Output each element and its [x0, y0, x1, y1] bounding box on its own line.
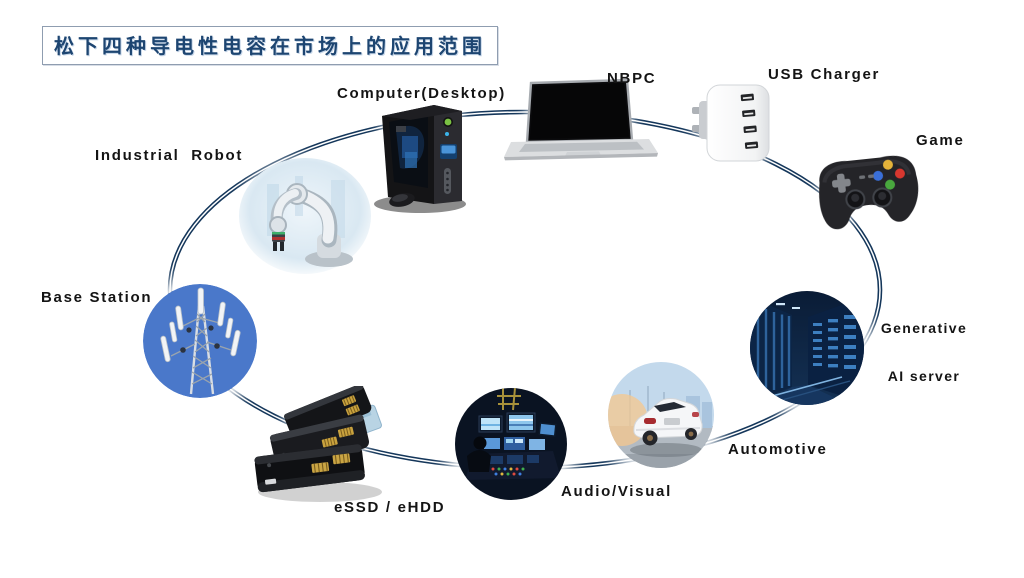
label-essd-ehdd: eSSD / eHDD	[334, 499, 446, 516]
broadcast-control-image	[455, 388, 567, 500]
label-base-station: Base Station	[41, 289, 153, 306]
label-industrial-robot: Industrial Robot	[95, 147, 244, 164]
usb-charger-image	[688, 80, 776, 165]
label-computer-desktop: Computer(Desktop)	[337, 85, 506, 102]
desktop-computer-image	[372, 92, 477, 214]
page-title: 松下四种导电性电容在市场上的应用范围	[42, 26, 498, 65]
label-nbpc: NBPC	[607, 70, 657, 87]
label-generative-ai-server: Generative AI server	[874, 288, 974, 417]
storage-drives-image	[246, 386, 398, 506]
ai-server-image	[750, 291, 864, 405]
robot-arm-image	[233, 156, 371, 276]
label-audio-visual: Audio/Visual	[561, 483, 672, 500]
label-generative-ai-server-line1: Generative	[880, 320, 968, 337]
label-game: Game	[916, 132, 965, 149]
page-title-text: 松下四种导电性电容在市场上的应用范围	[54, 36, 486, 58]
label-generative-ai-server-line2: AI server	[887, 368, 961, 385]
label-automotive: Automotive	[728, 441, 828, 458]
base-station-image	[143, 284, 257, 398]
laptop-image	[503, 78, 661, 170]
car-image	[608, 362, 714, 468]
game-controller-image	[801, 142, 934, 248]
label-usb-charger: USB Charger	[768, 66, 881, 83]
